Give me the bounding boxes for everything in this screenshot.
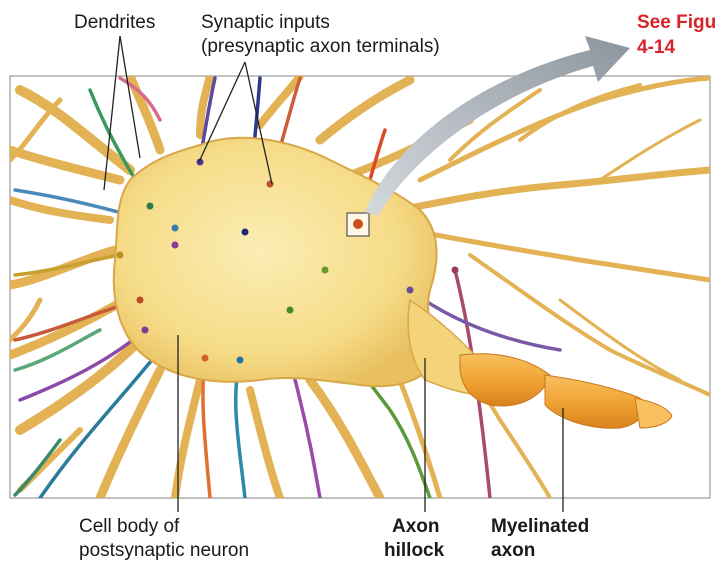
label-cell-body: Cell body of (79, 516, 179, 538)
link-see-figure-number[interactable]: 4-14 (637, 37, 675, 59)
label-myelinated-axon: Myelinated (491, 516, 589, 538)
link-see-figure[interactable]: See Figu (637, 12, 716, 34)
label-dendrites: Dendrites (74, 12, 155, 34)
label-axon-hillock: Axon (392, 516, 440, 538)
highlighted-synapse (353, 219, 363, 229)
label-cell-body-sub: postsynaptic neuron (79, 540, 249, 562)
label-axon-hillock-sub: hillock (384, 540, 444, 562)
label-synaptic-inputs-sub: (presynaptic axon terminals) (201, 36, 440, 58)
label-synaptic-inputs: Synaptic inputs (201, 12, 330, 34)
label-myelinated-axon-sub: axon (491, 540, 535, 562)
